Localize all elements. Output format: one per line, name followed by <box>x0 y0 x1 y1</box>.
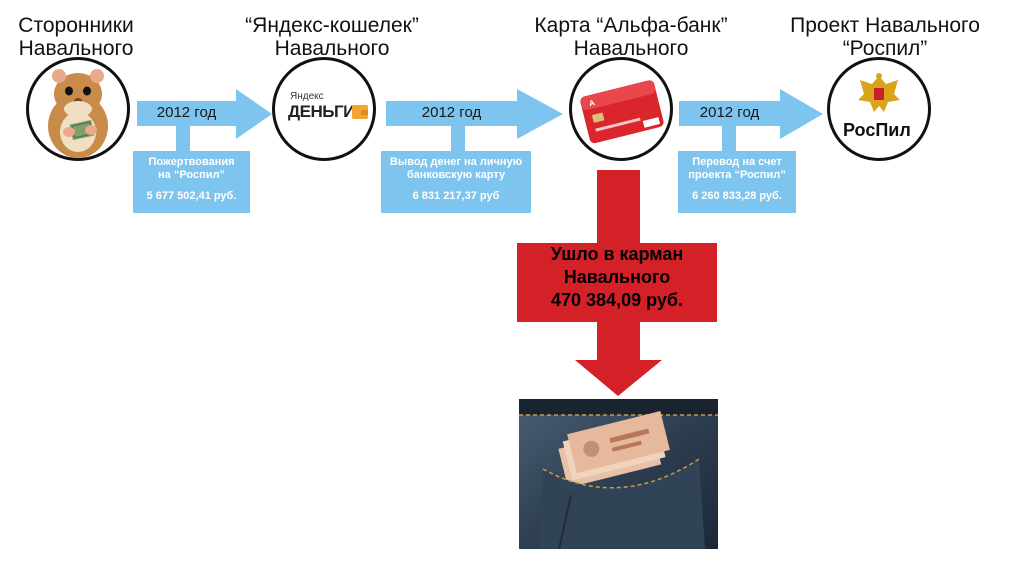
hamster-icon <box>48 69 108 158</box>
yandex-logo-bottom: ДЕНЬГИ <box>288 102 355 121</box>
flow-2-year: 2012 год <box>421 104 482 121</box>
node-1-circle <box>26 57 130 161</box>
eagle-icon <box>858 73 900 112</box>
flow-arrow-3 <box>678 89 823 213</box>
wallet-icon <box>352 105 368 119</box>
flow-2-amount: 6 831 217,37 руб <box>412 190 500 202</box>
yandex-logo-top: Яндекс <box>290 91 324 102</box>
node-4-title: Проект Навального “Роспил” <box>790 14 980 60</box>
bank-card-icon: A <box>580 80 664 144</box>
node-3-title: Карта “Альфа-банк” Навального <box>534 14 728 60</box>
flow-3-amount: 6 260 833,28 руб. <box>692 190 782 202</box>
flow-1-amount: 5 677 502,41 руб. <box>146 190 237 202</box>
rospil-logo-text: РосПил <box>843 120 911 140</box>
flow-3-info: Перевод на счет проекта “Роспил” 6 260 8… <box>678 156 796 203</box>
flow-arrow-1 <box>133 89 272 213</box>
flow-arrow-2 <box>381 89 563 213</box>
money-in-pocket-icon <box>519 399 718 549</box>
node-4-circle: РосПил <box>827 57 931 161</box>
flow-1-year: 2012 год <box>156 104 217 121</box>
node-2-circle: Яндекс ДЕНЬГИ <box>272 57 376 161</box>
flow-2-info: Вывод денег на личную банковскую карту 6… <box>381 156 531 203</box>
pocket-arrow <box>517 170 717 396</box>
pocket-label: Ушло в карман Навального 470 384,09 руб. <box>550 244 684 310</box>
flow-1-info: Пожертвования на “Роспил” 5 677 502,41 р… <box>133 156 250 203</box>
node-3-circle: A <box>569 57 673 161</box>
svg-text:A: A <box>588 98 596 108</box>
node-2-title: “Яндекс-кошелек” Навального <box>245 14 419 60</box>
node-1-title: Сторонники Навального <box>18 14 134 60</box>
flow-3-year: 2012 год <box>699 104 760 121</box>
